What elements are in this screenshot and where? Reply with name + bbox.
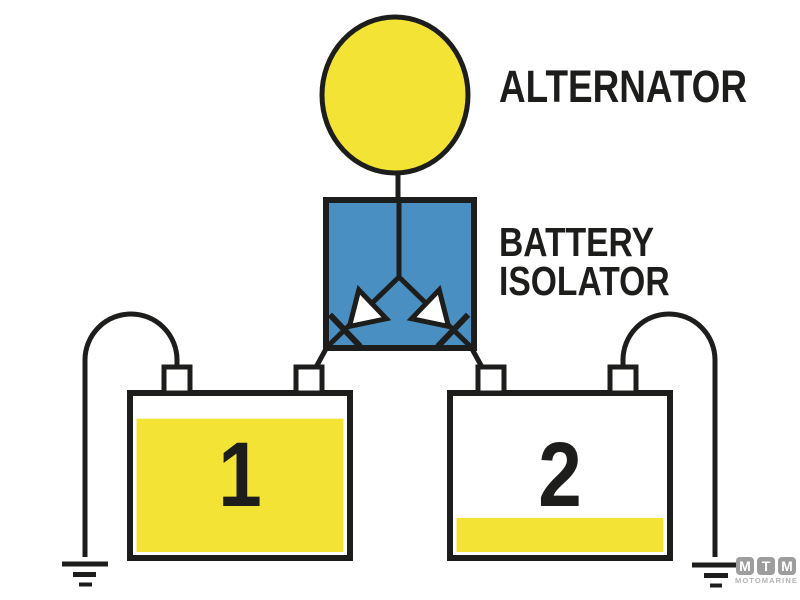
battery-2-ground-wire [620,311,718,557]
battery-1-right-terminal [293,364,325,396]
battery-2-left-terminal [475,364,507,396]
battery-2 [447,364,673,561]
mtm-logo-subtext: MOTOMARINE [735,576,798,585]
mtm-logo-tile-m1: M [736,557,754,575]
right-diode [406,284,471,349]
left-diode-wire [312,275,401,371]
mtm-logo-tile-m2: M [778,557,796,575]
mtm-logo-tile-t: T [757,557,775,575]
right-diode-triangle [406,284,452,330]
battery-1-number: 1 [218,423,262,526]
mtm-logo-tiles: M T M [735,557,797,575]
right-diode-cathode-bar [435,312,471,349]
left-diode-triangle [346,284,392,330]
battery-isolator-label-line2: ISOLATOR [499,258,670,304]
alternator-label: ALTERNATOR [499,61,748,112]
mtm-logo: M T M MOTOMARINE [735,557,797,585]
left-diode [327,284,392,349]
ground-symbol-right [692,562,738,588]
ground-symbol-left [62,561,108,587]
battery-isolator-label-line1: BATTERY [499,219,655,265]
right-diode-wire [397,275,486,371]
alternator-circle [319,14,471,176]
battery-2-number: 2 [538,423,582,526]
left-diode-cathode-bar [327,312,363,349]
battery-1 [127,364,353,561]
battery-1-ground-wire [82,311,180,557]
battery-isolator-label: BATTERY ISOLATOR [499,219,670,304]
battery-1-charge-fill [136,418,344,552]
battery-2-charge-fill [456,517,664,552]
battery-1-left-terminal [161,364,193,396]
battery-2-right-terminal [607,364,639,396]
